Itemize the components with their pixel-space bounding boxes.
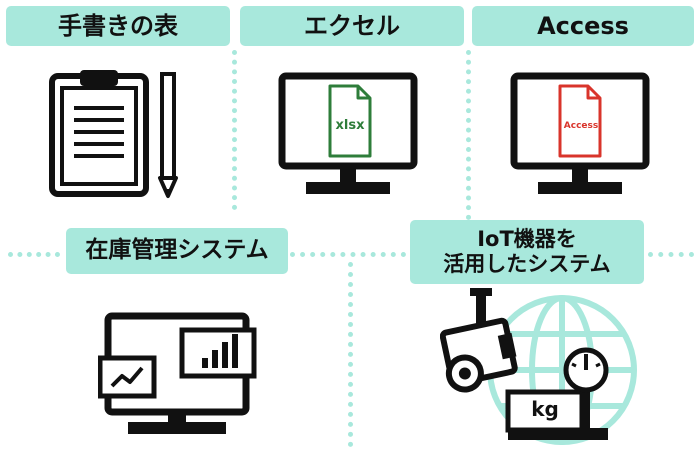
label-inventory: 在庫管理システム: [66, 228, 288, 274]
divider-h-mid: [290, 252, 406, 257]
monitor-access-file-icon: [510, 72, 650, 194]
label-iot: IoT機器を 活用したシステム: [410, 220, 644, 284]
label-iot-line2: 活用したシステム: [443, 252, 611, 276]
monitor-xlsx-file-icon: [278, 72, 418, 194]
camera-globe-scale-icon: [440, 288, 637, 445]
xlsx-file-text: xlsx: [335, 118, 365, 133]
label-iot-line1: IoT機器を: [477, 226, 577, 251]
divider-h-left: [8, 252, 60, 257]
label-excel: エクセル: [240, 6, 464, 46]
divider-v3: [348, 262, 353, 447]
scale-kg-text: kg: [531, 397, 559, 421]
monitor-charts-icon: [98, 312, 257, 434]
divider-v1: [232, 50, 237, 210]
label-handwritten: 手書きの表: [6, 6, 230, 46]
divider-h-right: [648, 252, 694, 257]
access-file-text: Access: [563, 121, 599, 131]
divider-v2: [466, 50, 471, 220]
label-access: Access: [472, 6, 694, 46]
clipboard-pencil-icon: [49, 70, 178, 198]
